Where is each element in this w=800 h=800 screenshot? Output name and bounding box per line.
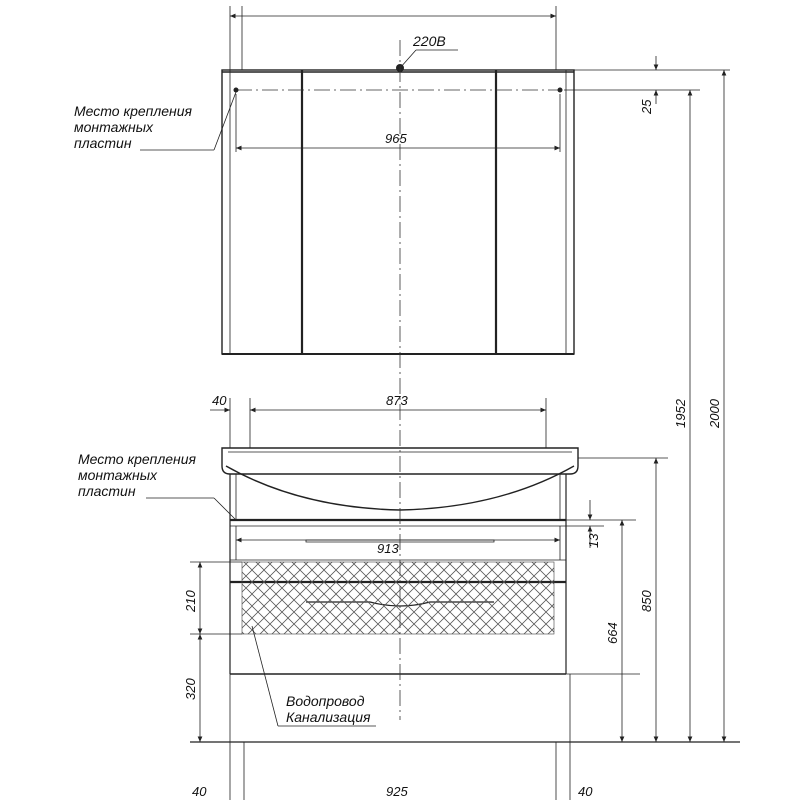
svg-text:Канализация: Канализация <box>286 709 371 725</box>
svg-text:Место крепления: Место крепления <box>74 103 193 119</box>
dim-total-height: 2000 <box>707 398 722 429</box>
dim-cabinet-height: 850 <box>639 590 654 612</box>
dim-top-width: 965 <box>385 131 407 146</box>
svg-text:Водопровод: Водопровод <box>286 693 365 709</box>
dim-pipe-zone: 210 <box>183 590 198 613</box>
svg-text:пластин: пластин <box>78 483 136 499</box>
dim-mount-height: 1952 <box>673 398 688 428</box>
svg-text:монтажных: монтажных <box>74 119 154 135</box>
dim-basin-width: 873 <box>386 393 408 408</box>
vanity-cabinet <box>221 447 579 675</box>
dim-bottom-width: 925 <box>386 784 408 799</box>
svg-text:монтажных: монтажных <box>78 467 158 483</box>
dim-pipe-height: 320 <box>183 678 198 700</box>
dim-basin-offset: 40 <box>212 393 227 408</box>
mount-label-bottom: Место крепления монтажных пластин <box>78 451 237 521</box>
svg-text:Место крепления: Место крепления <box>78 451 197 467</box>
utilities-label: Водопровод Канализация <box>251 625 376 727</box>
mount-label-top: Место крепления монтажных пластин <box>74 91 237 151</box>
mirror-cabinet <box>221 64 575 355</box>
power-label: 220В <box>412 33 446 49</box>
dim-bottom-left: 40 <box>192 784 207 799</box>
dim-bottom-right: 40 <box>578 784 593 799</box>
dim-gap: 13 <box>586 533 601 548</box>
dim-drawer-width: 913 <box>377 541 399 556</box>
svg-text:пластин: пластин <box>74 135 132 151</box>
dim-top-offset: 25 <box>639 99 654 115</box>
dim-base-height: 664 <box>605 622 620 644</box>
